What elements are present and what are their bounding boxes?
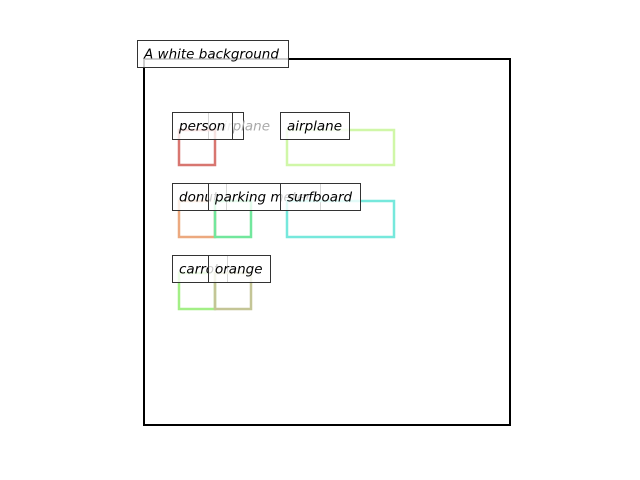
object-label-box-airplane bbox=[280, 112, 350, 140]
object-orange: orange bbox=[208, 255, 271, 311]
canvas-caption: A white background bbox=[137, 40, 289, 68]
object-label-person: person bbox=[178, 119, 225, 135]
object-label-box-surfboard bbox=[280, 183, 361, 211]
object-person: person bbox=[172, 112, 233, 167]
object-label-orange: orange bbox=[215, 262, 263, 278]
object-surfboard: surfboard bbox=[280, 183, 396, 239]
object-label-airplane: airplane bbox=[287, 119, 342, 135]
canvas-caption-box bbox=[137, 40, 289, 68]
object-label-box-orange bbox=[208, 255, 271, 283]
object-label-surfboard: surfboard bbox=[287, 190, 353, 206]
object-airplane: airplane bbox=[280, 112, 396, 167]
canvas-caption-text: A white background bbox=[143, 47, 279, 63]
canvas-frame bbox=[143, 58, 511, 426]
object-label-box-person bbox=[172, 112, 233, 140]
